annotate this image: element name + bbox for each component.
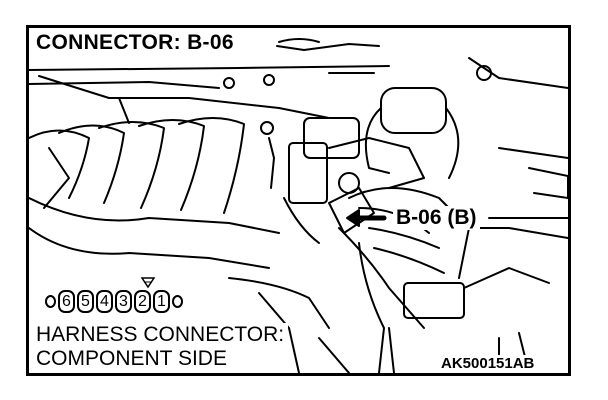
key-marker-icon	[141, 277, 155, 289]
figure-code: AK500151AB	[439, 355, 537, 373]
engine-bay-illustration	[29, 38, 568, 373]
connector-title: CONNECTOR: B-06	[36, 31, 238, 55]
connector-pin: 6	[58, 290, 75, 313]
connector-pin: 5	[77, 290, 94, 313]
connector-pin: 2	[134, 290, 151, 313]
diagram-frame: CONNECTOR: B-06 B-06 (B) 6 5 4 3 2 1 HAR…	[26, 25, 571, 376]
caption-line-2: COMPONENT SIDE	[36, 347, 227, 370]
caption-line-1: HARNESS CONNECTOR:	[36, 323, 285, 346]
connector-latch-left-icon	[45, 295, 56, 308]
harness-connector-face: 6 5 4 3 2 1	[45, 290, 183, 313]
connector-pin: 3	[115, 290, 132, 313]
connector-pin: 4	[96, 290, 113, 313]
connector-caption: HARNESS CONNECTOR: COMPONENT SIDE	[36, 323, 289, 371]
connector-callout-label: B-06 (B)	[393, 206, 480, 230]
connector-pin: 1	[153, 290, 170, 313]
connector-latch-right-icon	[172, 295, 183, 308]
